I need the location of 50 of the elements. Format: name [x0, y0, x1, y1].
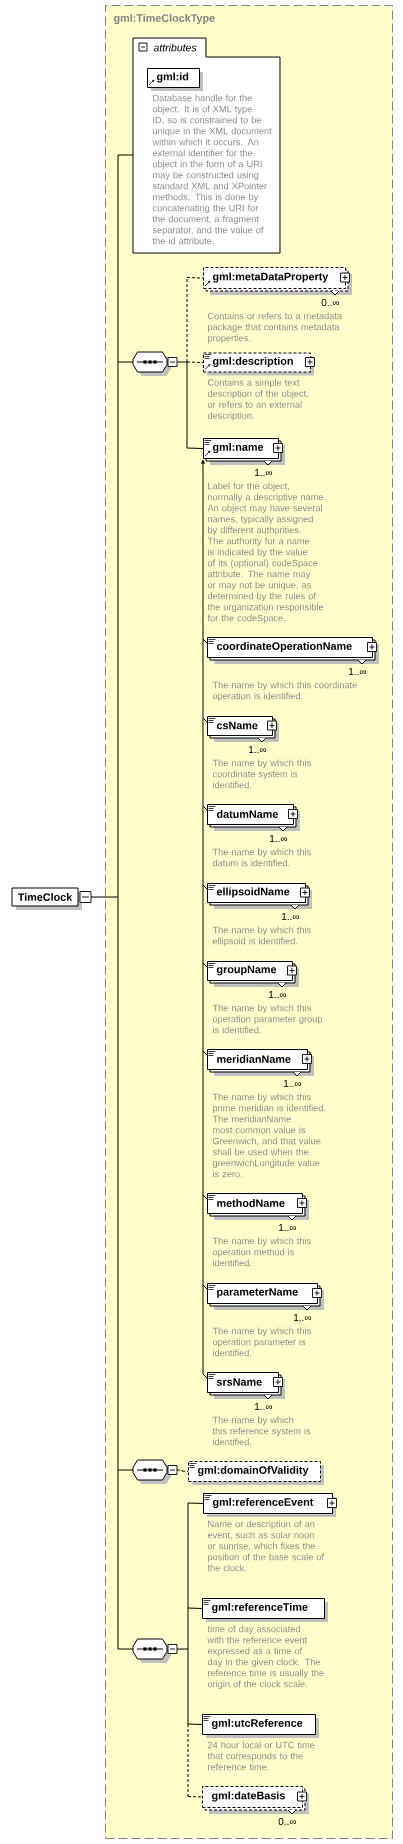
element-box: gml:metaDataProperty	[203, 267, 352, 296]
description-text: Contains a simple text description of the object, or refers to an external description.	[207, 379, 308, 421]
element-box: methodName	[207, 1193, 309, 1221]
element-box: coordinateOperationName	[207, 637, 379, 665]
description-text: The name by which this reference system is identified.	[212, 1416, 311, 1446]
multiplicity-label: 1..∞	[255, 469, 273, 476]
connector-line	[186, 277, 204, 363]
element-box: parameterName	[207, 1283, 324, 1311]
description-text: The name by which this prime meridian is identified. The meridianName most common value is Greenwich, and that value shall be used when the greenwichLongitude value is zero.	[212, 1093, 326, 1178]
connector-line	[186, 361, 204, 449]
description-text: Contains or refers to a metadata package that contains metadata properties.	[207, 312, 342, 344]
multiplicity-label: 0..∞	[278, 1817, 297, 1826]
connector-line	[176, 1648, 189, 1650]
description-text: Name or description of an event, such as solar noon or sunrise, which fixes the position of the base scale of the clock.	[207, 1520, 325, 1572]
element-box: gml:domainOfValidity	[188, 1461, 324, 1485]
description-text: The name by which this operation parameter group is identified.	[212, 1004, 323, 1034]
description-text: The name by which this operation method is identified.	[212, 1237, 311, 1267]
multiplicity-label: 0..∞	[321, 299, 340, 307]
element-box: gml:name	[203, 438, 285, 466]
description-text: Label for the object, normally a descriptive name. An object may have several names, typically assigned by different authorities. The authority for a name is indicated by the value of its (optional) codeSpace attribute. The name may or may not be unique, as determined by the rules of the organization responsible for the codeSpace.	[207, 482, 326, 624]
multiplicity-label: 1..∞	[255, 1403, 273, 1410]
element-box: gml:referenceTime	[202, 1598, 328, 1622]
multiplicity-label: 1..∞	[349, 668, 367, 675]
description-text: 24 hour local or UTC time that corresponds to the reference time.	[207, 1741, 315, 1771]
element-box: gml:referenceEvent	[203, 1493, 336, 1517]
connector-line	[176, 361, 188, 363]
multiplicity-label: 1..∞	[282, 913, 300, 920]
multiplicity-label: 1..∞	[294, 1314, 312, 1321]
attribute-box: gml:id	[147, 68, 203, 91]
element-box: srsName	[207, 1372, 285, 1400]
description-text: Database handle for the object. It is of XML type ID, so is constrained to be unique in the XML document within which it occurs. An external identifier for the object in the form of a URI may be constructed using standard XML and XPointer methods. This is done by concatenating the URI for the document, a fragment separator, and the value of the id attribute.	[152, 94, 272, 245]
connector-line	[187, 1723, 203, 1798]
multiplicity-label: 1..∞	[284, 1080, 302, 1087]
element-box: gml:dateBasis	[202, 1786, 309, 1815]
connector-line	[176, 1469, 189, 1472]
description-text: The name by which this ellipsoid is identified.	[212, 926, 311, 947]
multiplicity-label: 1..∞	[270, 835, 288, 842]
connector-line	[187, 1502, 204, 1725]
description-text: The name by which this coordinate operation is identified.	[212, 681, 357, 702]
connector-line	[90, 154, 134, 1650]
description-text: time of day associated with the reference event expressed as a time of day in the given clock. The reference time is usually the origin of the clock scale.	[207, 1625, 324, 1690]
description-text: The name by which this operation parameter is identified.	[212, 1327, 311, 1357]
arrow	[201, 459, 208, 1379]
description-text: The name by which this coordinate system is identified.	[212, 759, 311, 789]
description-text: The name by which this datum is identified.	[212, 848, 311, 867]
multiplicity-label: 1..∞	[249, 746, 267, 753]
multiplicity-label: 1..∞	[279, 1224, 297, 1231]
connector-line	[187, 1648, 189, 1725]
element-box: gml:utcReference	[202, 1714, 319, 1738]
multiplicity-label: 1..∞	[269, 991, 287, 998]
